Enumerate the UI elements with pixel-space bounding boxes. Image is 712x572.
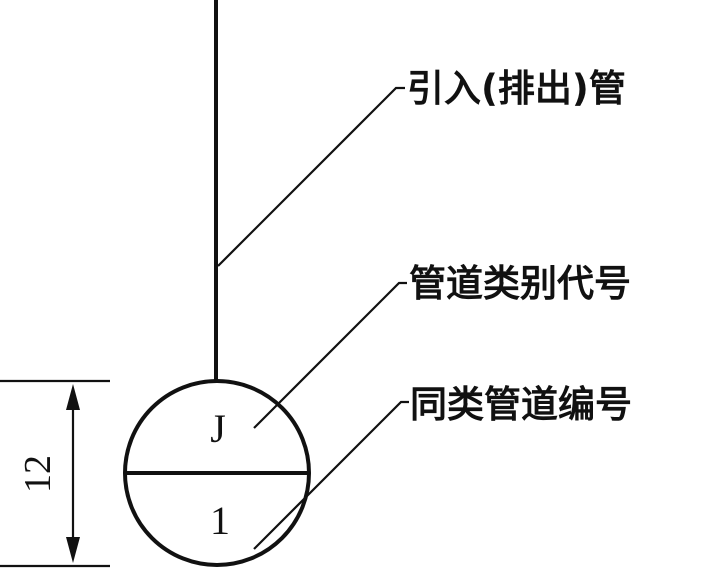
- category-code-text: J: [210, 406, 226, 451]
- dimension-value: 12: [17, 455, 59, 493]
- dimension-arrow-up-icon: [66, 384, 80, 410]
- pipe-number-text: 1: [210, 498, 230, 543]
- label-inlet-pipe: 引入(排出)管: [407, 67, 626, 110]
- leader-line-inlet-pipe: [217, 86, 405, 267]
- leader-line-category-code: [253, 281, 407, 429]
- dimension-arrow-down-icon: [66, 537, 80, 563]
- leader-line-pipe-number: [253, 400, 409, 550]
- label-category-code: 管道类别代号: [409, 262, 631, 305]
- label-same-category-number: 同类管道编号: [410, 383, 632, 426]
